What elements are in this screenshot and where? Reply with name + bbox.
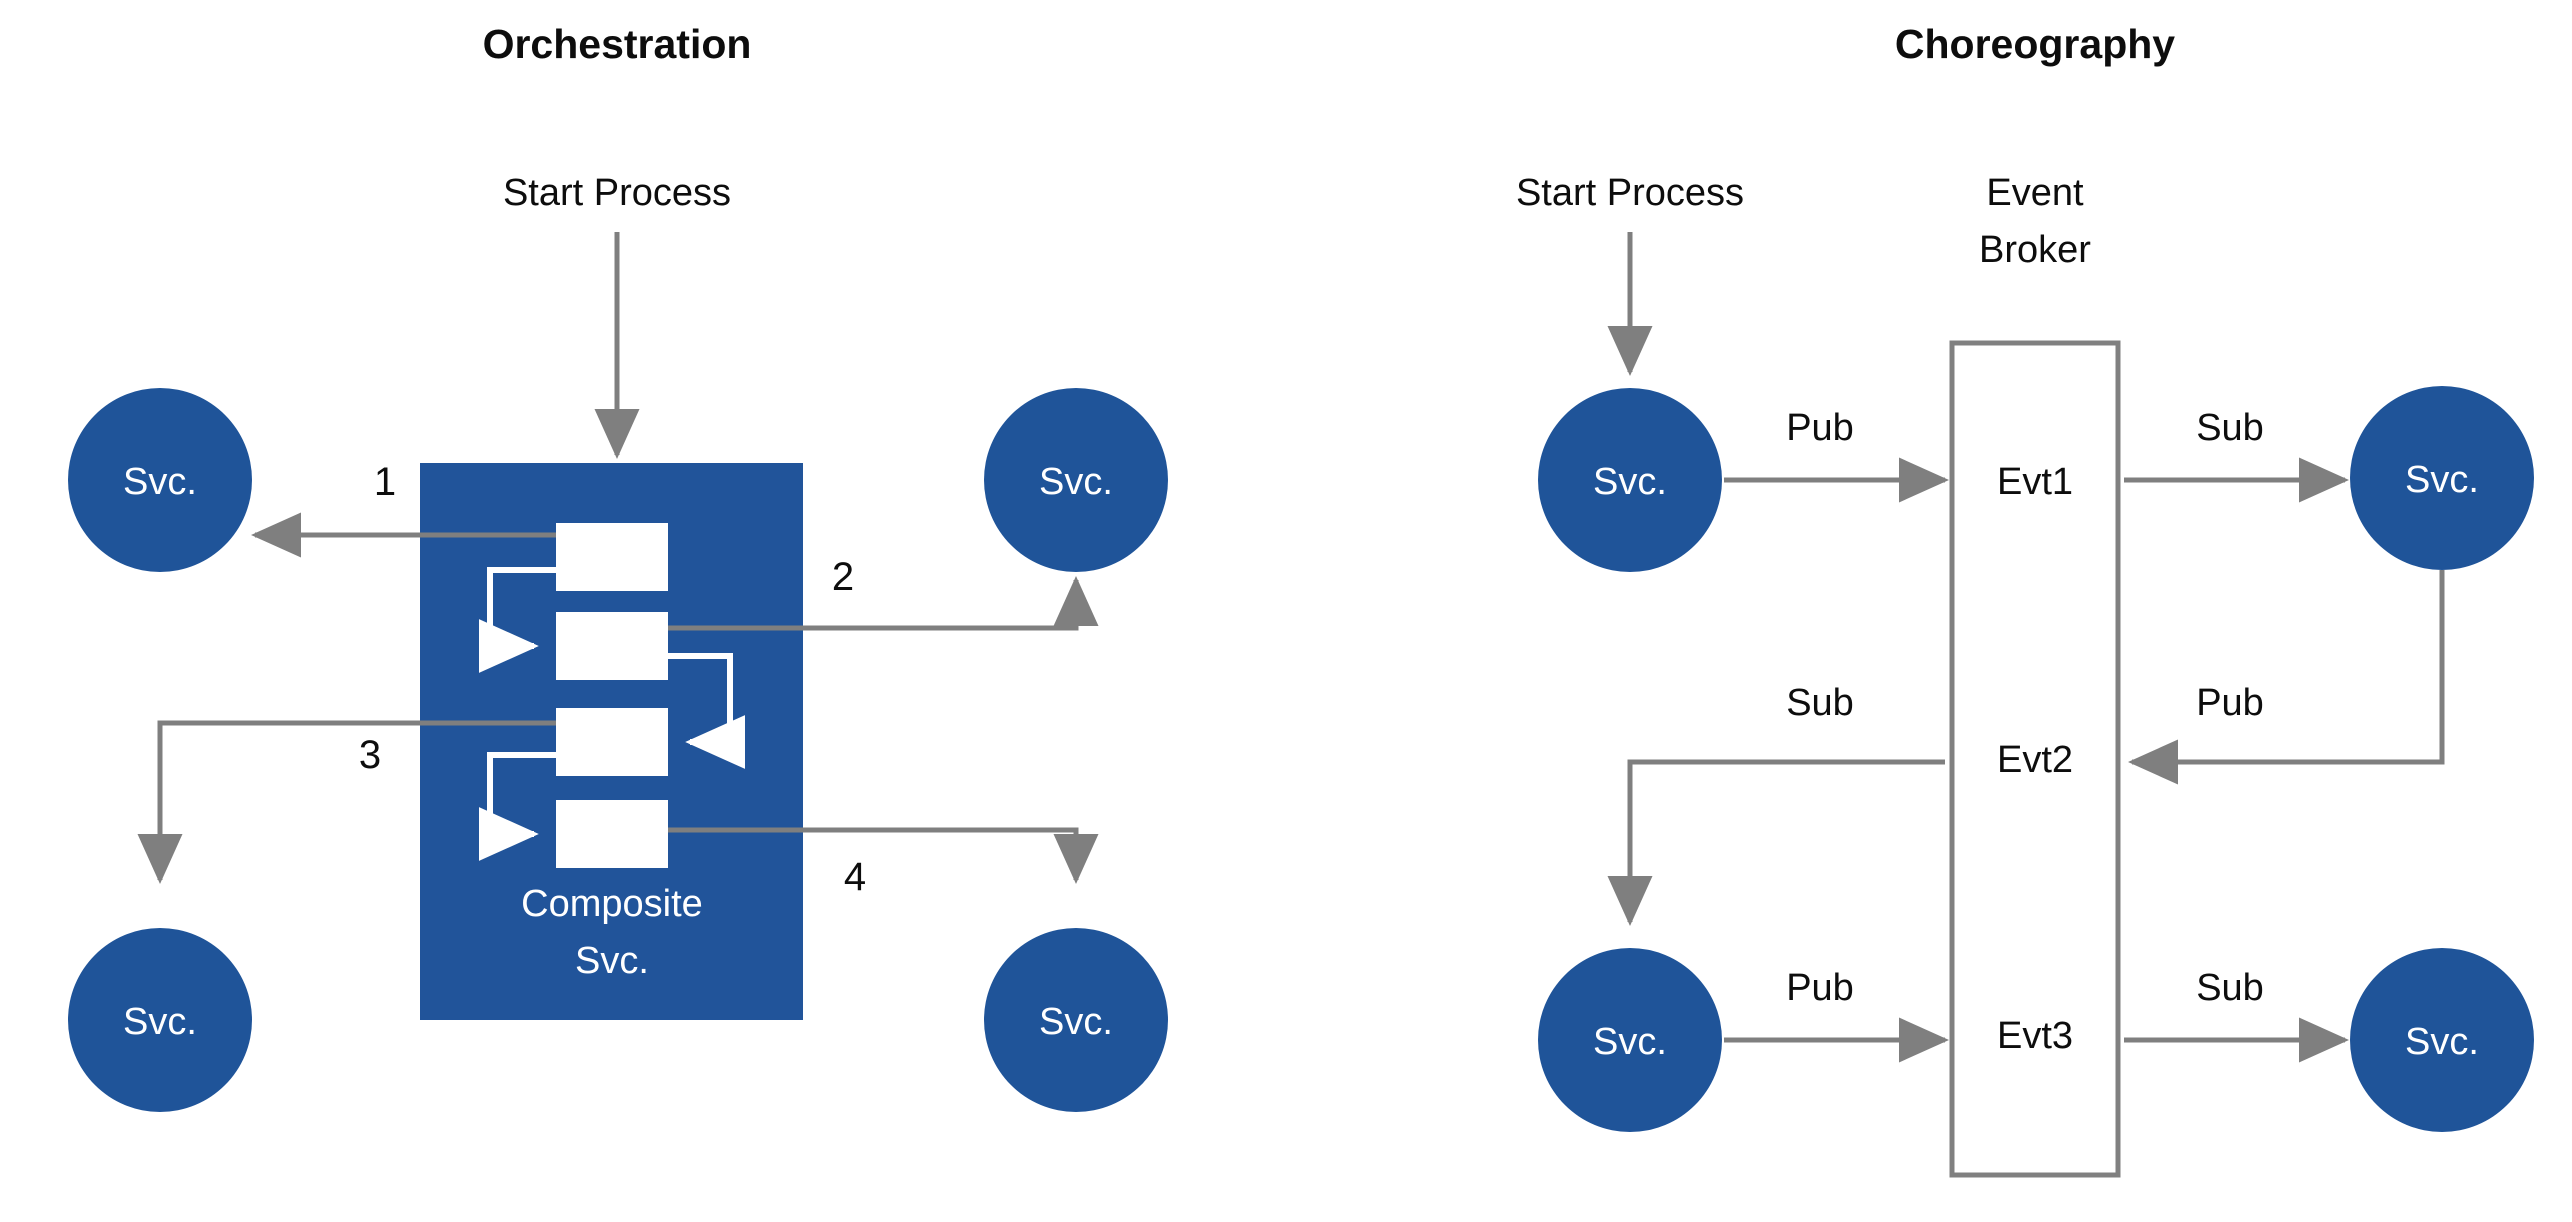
choreography-service-left-bottom[interactable]: Svc. <box>1538 948 1722 1132</box>
orchestration-title: Orchestration <box>483 21 752 67</box>
choreography-panel: Choreography Start Process Event Broker … <box>1516 21 2534 1178</box>
orchestration-service-top-left[interactable]: Svc. <box>68 388 252 572</box>
event-label-evt3: Evt3 <box>1997 1015 2073 1057</box>
orchestration-start-process-label: Start Process <box>503 172 731 214</box>
choreography-service-right-top[interactable]: Svc. <box>2350 386 2534 570</box>
choreography-edge-label-sub-evt2: Sub <box>1786 682 1854 724</box>
composite-step-box-1 <box>556 523 668 591</box>
orchestration-edge-4 <box>667 827 1099 885</box>
orchestration-service-bottom-right[interactable]: Svc. <box>984 928 1168 1112</box>
event-label-evt2: Evt2 <box>1997 739 2073 781</box>
service-circle <box>1538 948 1722 1132</box>
service-label: Svc. <box>123 1001 197 1043</box>
choreography-edge-label-pub-evt1: Pub <box>1786 407 1854 449</box>
orchestration-edge-2 <box>667 575 1099 631</box>
service-circle <box>1538 388 1722 572</box>
service-label: Svc. <box>1039 1001 1113 1043</box>
choreography-edge-pub-evt2 <box>2127 570 2445 785</box>
service-label: Svc. <box>2405 459 2479 501</box>
service-circle <box>984 928 1168 1112</box>
service-circle <box>68 388 252 572</box>
orchestration-service-top-right[interactable]: Svc. <box>984 388 1168 572</box>
service-label: Svc. <box>1039 461 1113 503</box>
service-circle <box>2350 948 2534 1132</box>
orchestration-step-number-4: 4 <box>844 855 866 899</box>
service-circle <box>2350 386 2534 570</box>
composite-service-label-line2: Svc. <box>575 940 649 982</box>
service-label: Svc. <box>1593 461 1667 503</box>
service-circle <box>984 388 1168 572</box>
choreography-edge-label-pub-evt2: Pub <box>2196 682 2264 724</box>
event-broker-box <box>1949 340 2121 1178</box>
service-label: Svc. <box>123 461 197 503</box>
composite-internal-arrow-1-2 <box>478 567 556 673</box>
composite-internal-arrow-3-4 <box>478 752 556 861</box>
event-label-evt1: Evt1 <box>1997 461 2073 503</box>
orchestration-edge-3 <box>137 720 560 885</box>
choreography-service-right-bottom[interactable]: Svc. <box>2350 948 2534 1132</box>
orchestration-step-number-1: 1 <box>374 460 396 504</box>
composite-internal-arrow-2-3 <box>668 653 746 769</box>
service-circle <box>68 928 252 1112</box>
event-broker-title-line1: Event <box>1986 172 2084 214</box>
composite-step-box-2 <box>556 612 668 680</box>
choreography-service-left-top[interactable]: Svc. <box>1538 388 1722 572</box>
service-label: Svc. <box>2405 1021 2479 1063</box>
orchestration-panel: Orchestration Start Process 1 2 3 4 <box>68 21 1168 1112</box>
choreography-edge-label-sub-evt1: Sub <box>2196 407 2264 449</box>
choreography-start-process-label: Start Process <box>1516 172 1744 214</box>
choreography-edge-label-sub-evt3: Sub <box>2196 967 2264 1009</box>
composite-step-box-3 <box>556 708 668 776</box>
choreography-edge-label-pub-evt3: Pub <box>1786 967 1854 1009</box>
choreography-edge-sub-evt2 <box>1607 759 1945 927</box>
service-label: Svc. <box>1593 1021 1667 1063</box>
composite-service-label-line1: Composite <box>521 883 703 925</box>
event-broker-title-line2: Broker <box>1979 229 2091 271</box>
orchestration-step-number-3: 3 <box>359 733 381 777</box>
choreography-title: Choreography <box>1895 21 2175 67</box>
orchestration-service-bottom-left[interactable]: Svc. <box>68 928 252 1112</box>
orchestration-step-number-2: 2 <box>832 555 854 599</box>
composite-step-box-4 <box>556 800 668 868</box>
